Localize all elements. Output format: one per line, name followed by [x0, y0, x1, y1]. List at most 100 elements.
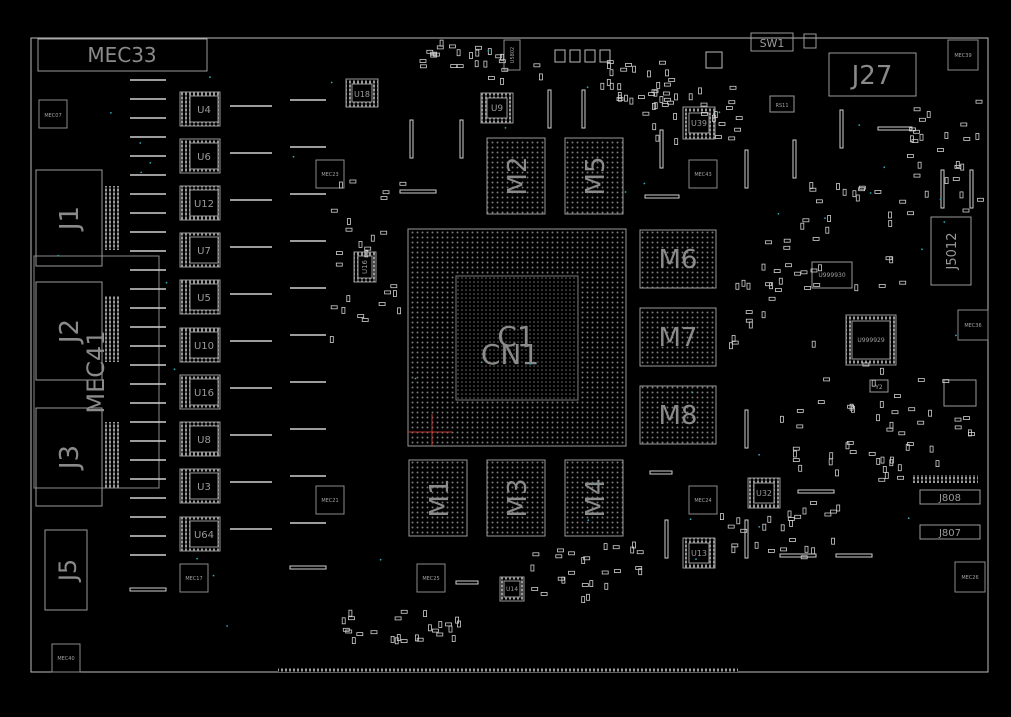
j3-pads — [104, 422, 120, 488]
passive-pad — [380, 196, 388, 200]
ic-body — [189, 142, 219, 170]
j807-connector — [919, 524, 981, 540]
passive-pad — [977, 197, 984, 202]
passive-pad — [765, 282, 772, 287]
ic-body — [189, 378, 219, 406]
passive-pad — [878, 477, 886, 482]
strip-pad — [969, 169, 974, 209]
mec39-pad — [947, 39, 979, 71]
passive-pad — [827, 215, 831, 222]
passive-pad — [540, 592, 548, 596]
j1-pads — [104, 186, 120, 250]
left-trace-lines — [130, 79, 326, 556]
passive-pad — [445, 622, 452, 627]
j2-pads — [104, 296, 120, 362]
passive-pad — [778, 277, 783, 285]
passive-pad — [653, 89, 658, 97]
passive-pad — [642, 111, 650, 116]
passive-pad — [952, 177, 960, 181]
passive-pad — [533, 63, 541, 68]
passive-pad — [438, 621, 443, 628]
passive-pad — [338, 181, 343, 189]
passive-pad — [617, 83, 622, 91]
via-dot — [110, 112, 112, 114]
passive-pad — [780, 415, 784, 423]
passive-pad — [589, 580, 594, 587]
ic-body — [189, 283, 219, 311]
passive-pad — [400, 639, 408, 643]
passive-pad — [427, 624, 432, 632]
passive-pad — [636, 550, 644, 555]
passive-pad — [908, 407, 916, 412]
u13-label: U13 — [691, 549, 707, 558]
passive-pad — [431, 628, 439, 633]
via-dot — [586, 86, 589, 89]
top-switch-pads — [554, 49, 723, 69]
passive-pad — [604, 582, 609, 590]
passive-pad — [651, 89, 659, 94]
passive-pad — [656, 82, 661, 89]
passive-pad — [836, 504, 841, 512]
passive-pad — [959, 191, 964, 199]
bar-pad — [399, 189, 437, 194]
cn1-label: CN1 — [481, 338, 539, 371]
passive-pad — [876, 414, 880, 422]
ic-body — [189, 425, 219, 453]
passive-pad — [609, 69, 614, 77]
passive-pad — [942, 379, 950, 384]
passive-pad — [663, 91, 670, 96]
passive-pad — [382, 190, 390, 195]
passive-pad — [825, 226, 830, 234]
passive-pad — [483, 60, 488, 68]
passive-pad — [728, 136, 736, 141]
passive-pad — [968, 432, 975, 436]
j3-connector — [35, 407, 103, 507]
passive-pad — [664, 82, 671, 87]
passive-pad — [854, 284, 859, 292]
passive-pad — [886, 427, 894, 432]
passive-pad — [674, 138, 679, 146]
ic-label: U10 — [194, 341, 214, 352]
via-dot — [173, 368, 176, 371]
passive-pad — [698, 87, 702, 95]
passive-pad — [944, 132, 949, 139]
passive-pad — [954, 417, 962, 422]
j27-label: J27 — [850, 61, 893, 91]
passive-pad — [348, 616, 355, 621]
passive-pad — [810, 501, 817, 505]
passive-pad — [731, 340, 739, 345]
passive-pad — [448, 44, 456, 49]
j5012-label: J5012 — [945, 233, 960, 271]
passive-pad — [726, 106, 733, 110]
passive-pad — [851, 405, 855, 413]
passive-pad — [609, 82, 614, 90]
mec21-label: MEC21 — [321, 498, 338, 504]
via-dot — [689, 518, 692, 521]
passive-pad — [962, 208, 970, 213]
via-dot — [379, 558, 382, 561]
passive-pad — [868, 451, 876, 456]
passive-pad — [831, 537, 835, 545]
passive-pad — [345, 629, 353, 634]
passive-pad — [665, 69, 669, 77]
passive-pad — [963, 137, 971, 141]
strip-pad — [659, 129, 664, 169]
passive-pad — [475, 49, 480, 57]
passive-pad — [416, 637, 424, 642]
passive-pad — [785, 263, 792, 268]
passive-pad — [885, 256, 893, 261]
passive-pad — [800, 270, 808, 275]
passive-pad — [746, 282, 751, 290]
passive-pad — [557, 548, 564, 553]
bottom-edge-fingers — [278, 668, 738, 672]
via-dot — [869, 192, 872, 194]
passive-pad — [530, 564, 535, 572]
passive-pad — [390, 636, 395, 643]
j3-label: J3 — [55, 445, 85, 471]
passive-pad — [847, 404, 854, 409]
passive-pad — [802, 507, 807, 515]
passive-pad — [879, 401, 884, 408]
passive-pad — [824, 512, 832, 517]
ic-body — [189, 95, 219, 123]
passive-pad — [392, 290, 397, 297]
